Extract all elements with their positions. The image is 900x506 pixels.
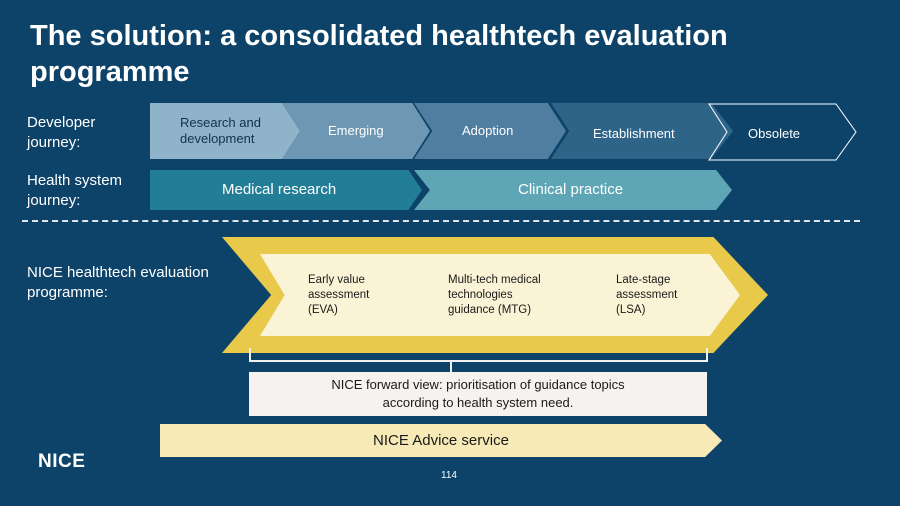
stage-lsa: Late-stage assessment (LSA): [572, 254, 740, 336]
chevron-label: Medical research: [222, 181, 337, 198]
nice-logo: NICE: [38, 451, 86, 472]
forward-view-box: NICE forward view: prioritisation of gui…: [249, 372, 707, 416]
chevron-label: Emerging: [328, 123, 384, 138]
page-number: 114: [441, 470, 457, 481]
stage-line: (EVA): [308, 303, 338, 316]
forward-view-text: NICE forward view: prioritisation of gui…: [331, 377, 625, 410]
chevron-medical-research: Medical research: [150, 170, 422, 210]
chevron-label: Adoption: [462, 123, 514, 138]
stage-mtg: Multi-tech medical technologies guidance…: [400, 254, 610, 336]
chevron-label: Research and development: [180, 115, 261, 146]
chevron-research-development: Research and development: [150, 103, 300, 159]
bracket-connector: [450, 362, 452, 372]
chevron-label: Clinical practice: [518, 181, 624, 198]
advice-service-arrow: NICE Advice service: [160, 424, 722, 457]
stage-line: assessment: [616, 288, 678, 301]
chevron-establishment: Establishment: [551, 103, 733, 159]
advice-service-label: NICE Advice service: [373, 432, 509, 449]
stage-line: technologies: [448, 288, 513, 301]
stage-line: Multi-tech medical: [448, 273, 541, 286]
health-system-journey-label: Health system journey:: [27, 172, 123, 209]
slide-title: The solution: a consolidated healthtech …: [30, 20, 728, 88]
stage-eva: Early value assessment (EVA): [260, 254, 436, 336]
chevron-obsolete-outline: [708, 103, 857, 161]
dashed-divider: [22, 220, 860, 222]
programme-bracket: [249, 348, 708, 362]
stage-line: Early value: [308, 273, 365, 286]
stage-line: Late-stage: [616, 273, 671, 286]
developer-journey-label: Developer journey:: [27, 114, 96, 151]
chevron-adoption: Adoption: [414, 103, 566, 159]
chevron-emerging: Emerging: [282, 103, 430, 159]
stage-line: (LSA): [616, 303, 646, 316]
chevron-label: Establishment: [593, 126, 675, 141]
chevron-clinical-practice: Clinical practice: [414, 170, 732, 210]
chevron-obsolete: Obsolete: [748, 126, 828, 142]
stage-line: assessment: [308, 288, 370, 301]
stage-line: guidance (MTG): [448, 303, 532, 316]
chevron-label: Obsolete: [748, 126, 801, 141]
programme-label: NICE healthtech evaluation programme:: [27, 264, 209, 301]
